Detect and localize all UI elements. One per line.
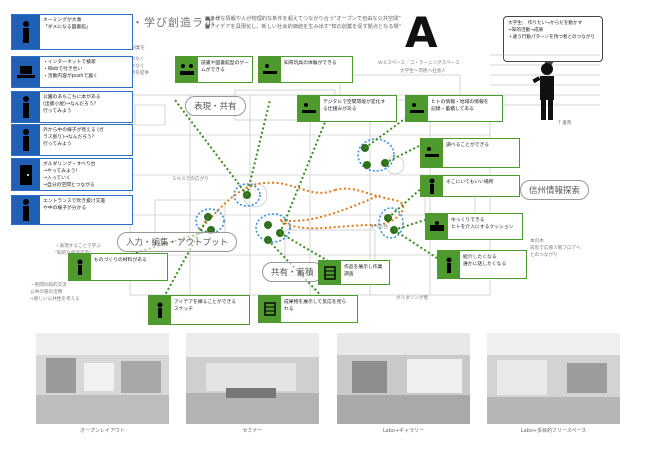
study-label: T 書斎 <box>558 121 572 126</box>
zone-shinshu: 信州情報探索 <box>520 180 590 200</box>
door-icon <box>12 159 40 190</box>
callout-entrance: エントランスで吹き抜け交差 や中の様子が分かる <box>11 195 133 225</box>
photo-labo-gallery <box>337 333 470 424</box>
ws-space-sub: 大学生～市民へ社会人 <box>400 69 446 74</box>
callout-place: そこにいてもいい場所 <box>420 175 520 197</box>
callout-materials: ものづくりの材料がある <box>68 253 168 281</box>
person-icon <box>12 15 40 49</box>
ws-space-label: ＷＳスペース／コ・ラーニングスペース <box>378 61 460 66</box>
shelf-icon <box>319 261 341 284</box>
photo-caption: Labo+ギャラリー <box>382 428 425 434</box>
zone-nyuryoku: 入力・編集・アウトプット <box>117 232 238 252</box>
header-description: ■多様な情報や人が物理的な条件を超えてつながり合う"オープンで自由な公共空間" … <box>205 15 401 31</box>
page-title: 信州・学び創造ラボ <box>108 16 216 29</box>
shelf-icon <box>259 296 281 322</box>
callout-text: 調べることができる <box>446 143 490 148</box>
person-icon <box>12 92 40 122</box>
connect-note: をつなぐ をつなぐ 場所を提供 <box>126 57 149 76</box>
speech-bubble: 大学生： 作りたい→からだを動かす →知的活動→成果 ＋違う行動パターンを持つ者… <box>503 16 603 69</box>
callout-text: 公園のあちこちに本がある (出版小屋)→なんだろう？ 行ってみよう <box>43 95 101 114</box>
photo-caption: Labo+多目的フリースペース <box>520 428 587 434</box>
callout-text: ボルダリング・すべり台 →やってみよう！ →入っていく →自分の空間とつながる <box>43 162 96 188</box>
callout-glass: 外から中の様子が見える (ガ ラス張り)→なんだろう？ 行ってみよう <box>11 124 133 156</box>
zone-kyoyu: 共有・蓄積 <box>262 262 323 282</box>
desk-icon <box>298 96 320 121</box>
person-icon <box>69 254 91 280</box>
callout-park-books: 公園のあちこちに本がある (出版小屋)→なんだろう？ 行ってみよう <box>11 91 133 123</box>
callout-bouldering: ボルダリング・すべり台 →やってみよう！ →入っていく →自分の空間とつながる <box>11 158 133 191</box>
photo-labo-free-space <box>487 333 620 424</box>
callout-share: 紹介したくなる 誰かに話したくなる <box>437 250 527 279</box>
callout-idea: アイデアを練ることができる スケッチ <box>148 295 250 325</box>
callout-digital: デジタルで空間環境が変化す る仕組みがある <box>297 95 397 122</box>
callout-text: ものづくりの材料がある <box>94 258 147 263</box>
photo-open-layout <box>36 333 169 424</box>
person-icon <box>12 125 40 155</box>
laptop-icon <box>12 57 40 87</box>
callout-toy: 知育玩具の体験ができる <box>258 56 353 83</box>
photo-caption: オープンレイアウト <box>80 428 125 434</box>
photo-caption: セミナー <box>242 428 263 434</box>
header-line-1: ■多様な情報や人が物理的な条件を超えてつながり合う"オープンで自由な公共空間" <box>205 16 401 22</box>
callout-text: 作品を展示し作業調査 <box>344 265 383 277</box>
callout-text: 外から中の様子が見える (ガ ラス張り)→なんだろう？ 行ってみよう <box>43 128 104 147</box>
desk-icon <box>406 96 428 121</box>
callout-text: ネーミングが大事 「ダメになる図書館」 <box>43 18 91 30</box>
callout-text: ・インターネットで検索 ・Webで付き合い ・活動内容がpushで届く <box>43 60 98 79</box>
person-icon <box>532 63 554 120</box>
callout-game: 読書や図書館型のゲームができる <box>175 56 253 83</box>
header-line-2: ■アイデアを具現化し、新しい社会的価値を生み出す"知の創業を促す拠点となる場" <box>205 24 402 30</box>
person-icon <box>12 196 40 224</box>
callout-research: 調べることができる <box>420 138 520 168</box>
group-icon <box>176 57 198 82</box>
sns-label: ＳＮＳでの広がり <box>172 177 209 182</box>
callout-text: アイデアを練ることができる スケッチ <box>174 300 237 312</box>
callout-text: 成果物を展示して反応を見ら れる <box>284 300 347 312</box>
person-icon <box>421 176 443 196</box>
desk-icon <box>421 139 443 167</box>
callout-text: 知育玩具の体験ができる <box>284 61 337 66</box>
sofa-icon <box>426 214 448 239</box>
callout-text: 読書や図書館型のゲームができる <box>201 61 249 73</box>
zone-hyogen: 表現・共有 <box>185 96 246 116</box>
callout-text: デジタルで空間環境が変化す る仕組みがある <box>323 100 386 112</box>
bouldering-label: ボルダリング壁 <box>396 296 429 301</box>
desk-icon <box>259 57 281 82</box>
callout-text: ヒトの情報・地域の情報を 記録・蓄積してある <box>431 100 489 112</box>
callout-naming: ネーミングが大事 「ダメになる図書館」 <box>11 14 133 50</box>
callout-internet: ・インターネットで検索 ・Webで付き合い ・活動内容がpushで届く <box>11 56 133 88</box>
note-right-mid: 本の木 前窓で広場３階フロアへ とのつながり <box>530 239 581 258</box>
callout-relax: ゆっくりできる ヒトを介入にするクッション <box>425 213 523 240</box>
note-left-bottom-2: ・民間の知的交流 公共の場の活用 →新しい公共性を考える <box>30 283 80 302</box>
person-icon <box>149 296 171 324</box>
photo-seminar <box>186 333 319 424</box>
callout-exhibit: 作品を展示し作業調査 <box>318 260 390 285</box>
callout-records: ヒトの情報・地域の情報を 記録・蓄積してある <box>405 95 503 122</box>
person-icon <box>438 251 460 278</box>
slide-label: すべり台 <box>370 225 389 230</box>
callout-text: 紹介したくなる 誰かに話したくなる <box>463 255 507 267</box>
section-letter: A <box>405 8 438 57</box>
callout-text: エントランスで吹き抜け交差 や中の様子が分かる <box>43 199 106 211</box>
callout-text: ゆっくりできる ヒトを介入にするクッション <box>451 218 514 230</box>
callout-text: そこにいてもいい場所 <box>446 180 494 185</box>
callout-results: 成果物を展示して反応を見ら れる <box>258 295 358 323</box>
startup-label: 新・創業を <box>122 46 145 51</box>
